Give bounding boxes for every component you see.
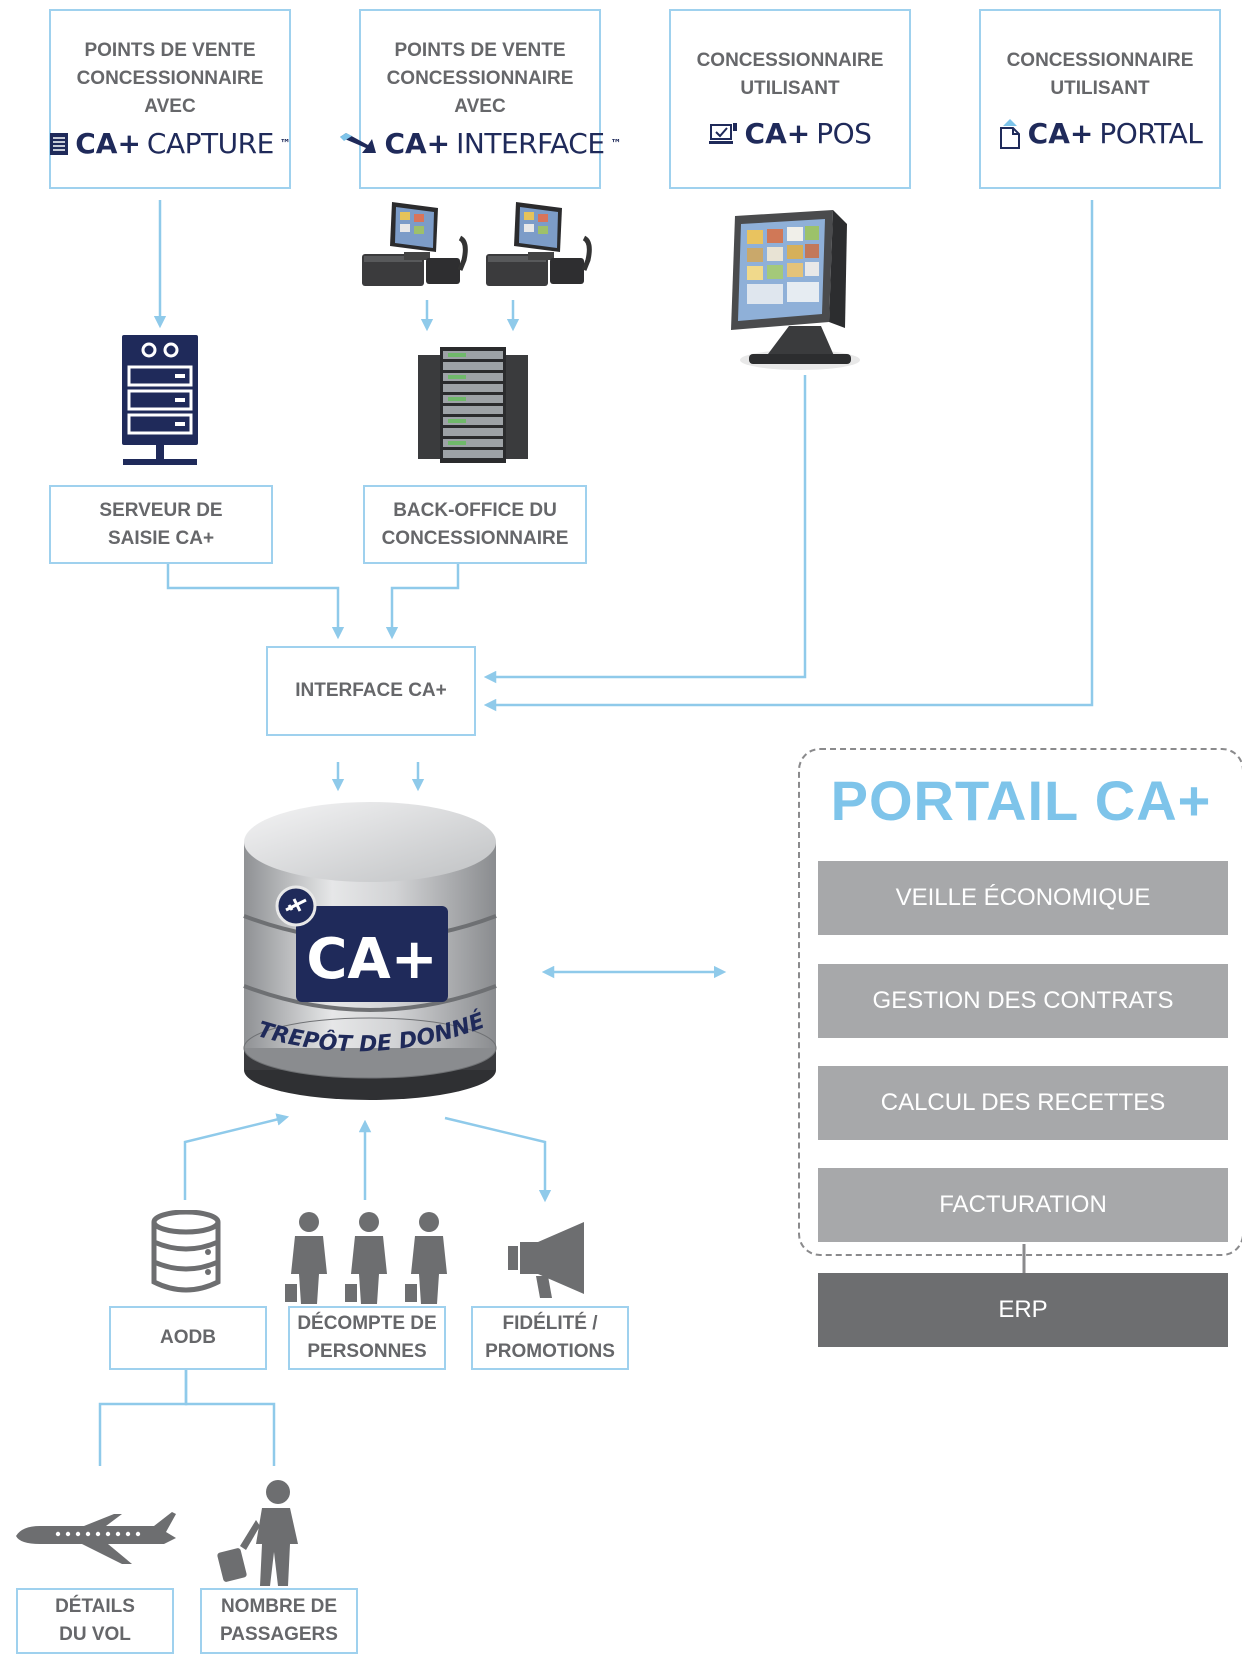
portal-item-contract-management[interactable]: GESTION DES CONTRATS [818,964,1228,1038]
person-icon [345,1212,387,1304]
brand-ca-plus: CA+ [75,127,141,160]
airplane-icon [16,1512,176,1564]
person-icon [285,1212,327,1304]
box-line: SERVEUR DE [99,499,223,521]
box-portal-dealer: CONCESSIONNAIRE UTILISANT CA+ PORTAL [979,9,1221,189]
brand-product: CAPTURE [146,127,274,160]
box-line: UTILISANT [1050,78,1150,99]
pos-terminal-left [362,202,468,286]
box-aodb: AODB [109,1306,267,1370]
brand-ca-plus: CA+ [384,127,451,160]
arrow-server-to-interface [166,562,345,640]
warehouse-logo: CA+ [306,927,437,992]
brand-pos: CA+ POS [708,117,872,151]
arrow-backoffice-to-interface [385,562,460,640]
box-line: UTILISANT [740,78,840,99]
pos-terminal-icon [708,123,737,144]
brand-product: INTERFACE [456,127,605,160]
arrow-pos-to-interface [483,375,807,684]
box-interface-ca: INTERFACE CA+ [266,646,476,736]
arrow-aodb-to-warehouse [183,1113,290,1200]
database-icon [151,1210,221,1293]
box-line: CONCESSIONNAIRE [696,50,884,71]
traveler-icon [217,1480,298,1586]
box-line: POINTS DE VENTE [84,40,256,61]
brand-product: POS [816,117,872,150]
portal-panel [798,748,1242,1256]
box-line: AVEC [144,96,196,117]
trademark: ™ [279,137,291,150]
pos-terminal-right [486,202,592,286]
box-line: DÉCOMPTE DE [297,1313,437,1334]
person-icon [405,1212,447,1304]
brand-portal: CA+ PORTAL [998,117,1203,151]
portal-item-business-intelligence[interactable]: VEILLE ÉCONOMIQUE [818,861,1228,935]
box-line: NOMBRE DE [220,1596,338,1617]
box-line: CONCESSIONNAIRE [381,527,569,549]
people-count-icon [285,1212,447,1304]
brand-ca-plus: CA+ [744,117,811,150]
box-capture-dealer: POINTS DE VENTE CONCESSIONNAIRE AVEC CA+… [49,9,291,189]
pos-terminal-image [731,210,860,370]
box-line: PROMOTIONS [485,1341,615,1362]
arrow-warehouse-to-loyalty [444,1116,552,1203]
document-icon [50,133,69,155]
erp-bar[interactable]: ERP [818,1273,1228,1347]
box-capture-server: SERVEUR DE SAISIE CA+ [49,485,273,564]
megaphone-icon [508,1222,584,1298]
box-line: DU VOL [59,1624,131,1645]
box-interface-dealer: POINTS DE VENTE CONCESSIONNAIRE AVEC CA+… [340,9,622,189]
line-aodb-to-passengers [184,1370,276,1466]
box-pos-dealer: CONCESSIONNAIRE UTILISANT CA+ POS [669,9,911,189]
box-line: DÉTAILS [55,1596,135,1617]
brand-ca-plus: CA+ [1027,117,1094,150]
portal-title: PORTAIL CA+ [830,769,1212,832]
server-icon [122,335,198,465]
box-line: BACK-OFFICE DU [393,499,557,521]
box-line: INTERFACE CA+ [295,680,447,701]
box-line: AVEC [454,96,506,117]
box-line: CONCESSIONNAIRE [386,68,574,89]
brand-interface: CA+ INTERFACE ™ [338,127,622,161]
line-aodb-to-flight [98,1370,188,1466]
portal-item-revenue-calculation[interactable]: CALCUL DES RECETTES [818,1066,1228,1140]
box-line: CONCESSIONNAIRE [76,68,264,89]
brand-capture: CA+ CAPTURE ™ [49,127,291,161]
box-line: PASSAGERS [220,1624,338,1645]
data-warehouse-cylinder: CA+ ENTREPÔT DE DONNÉES [238,798,497,1100]
arrow-portal-to-interface [483,200,1094,712]
box-flight-details: DÉTAILS DU VOL [16,1588,174,1654]
brand-product: PORTAL [1099,117,1203,150]
upload-file-icon [999,119,1020,149]
box-line: CONCESSIONNAIRE [1006,50,1194,71]
box-loyalty: FIDÉLITÉ / PROMOTIONS [471,1306,629,1370]
box-line: FIDÉLITÉ / [502,1313,598,1334]
pos-terminals-image [362,202,592,286]
arrow-down-right-icon [340,133,377,153]
server-rack-image [418,347,528,463]
portal-item-billing[interactable]: FACTURATION [818,1168,1228,1242]
box-passenger-count: NOMBRE DE PASSAGERS [200,1588,358,1654]
box-back-office: BACK-OFFICE DU CONCESSIONNAIRE [363,485,587,564]
box-line: AODB [160,1327,216,1348]
trademark: ™ [610,137,622,150]
box-people-count: DÉCOMPTE DE PERSONNES [288,1306,446,1370]
airplane-icon [285,898,307,912]
box-line: PERSONNES [307,1341,427,1362]
box-line: POINTS DE VENTE [394,40,566,61]
box-line: SAISIE CA+ [107,527,215,549]
